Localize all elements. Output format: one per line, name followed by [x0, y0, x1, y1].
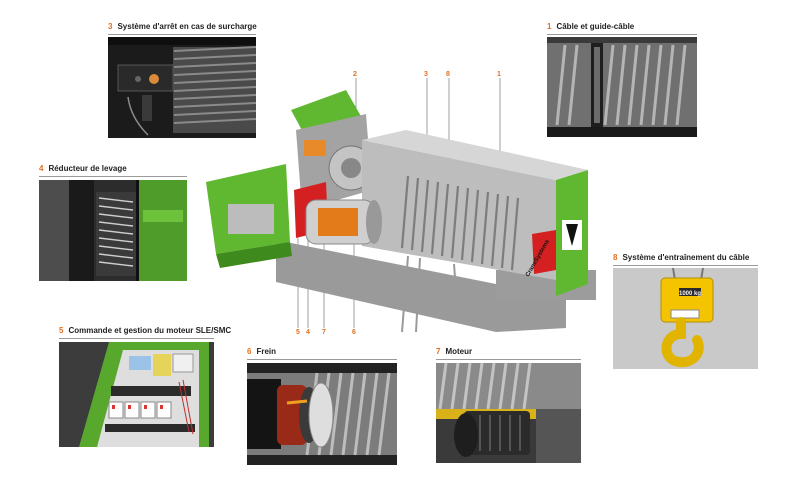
callout-motor-control: 5 Commande et gestion du moteur SLE/SMC: [59, 326, 231, 343]
cable-guide-photo: [547, 37, 697, 137]
callout-label: Système d'entraînement du câble: [622, 253, 750, 262]
diagram-number: 5: [296, 329, 300, 336]
callout-label: Réducteur de levage: [48, 164, 127, 173]
hoist-cutaway-diagram: [196, 70, 596, 340]
callout-number: 8: [613, 253, 618, 262]
callout-number: 3: [108, 22, 113, 31]
callout-hoist-gearbox: 4 Réducteur de levage: [39, 164, 187, 181]
callout-label: Système d'arrêt en cas de surcharge: [117, 22, 257, 31]
diagram-number: 6: [352, 329, 356, 336]
motor-photo: [436, 363, 581, 463]
diagram-number: 8: [446, 71, 450, 78]
callout-number: 4: [39, 164, 44, 173]
hook-plate-text: 1000 kg: [679, 291, 702, 297]
diagram-number: 7: [322, 329, 326, 336]
callout-cable-drive: 8 Système d'entraînement du câble: [613, 253, 758, 270]
diagram-number: 2: [353, 71, 357, 78]
diagram-number: 3: [424, 71, 428, 78]
callout-label: Commande et gestion du moteur SLE/SMC: [68, 326, 232, 335]
overload-stop-photo: [108, 37, 256, 138]
callout-cable-guide: 1 Câble et guide-câble: [547, 22, 697, 39]
callout-brake: 6 Frein: [247, 347, 397, 364]
callout-number: 6: [247, 347, 252, 356]
brake-photo: [247, 363, 397, 465]
hoist-gearbox-photo: [39, 180, 187, 281]
callout-number: 1: [547, 22, 552, 31]
callout-label: Frein: [256, 347, 277, 356]
callout-label: Câble et guide-câble: [556, 22, 635, 31]
motor-control-photo: [59, 342, 214, 447]
callout-number: 7: [436, 347, 441, 356]
callout-overload-stop: 3 Système d'arrêt en cas de surcharge: [108, 22, 257, 39]
callout-label: Moteur: [445, 347, 473, 356]
callout-number: 5: [59, 326, 64, 335]
callout-motor: 7 Moteur: [436, 347, 581, 364]
diagram-number: 4: [306, 329, 310, 336]
diagram-number: 1: [497, 71, 501, 78]
cable-drive-photo: [613, 268, 758, 369]
